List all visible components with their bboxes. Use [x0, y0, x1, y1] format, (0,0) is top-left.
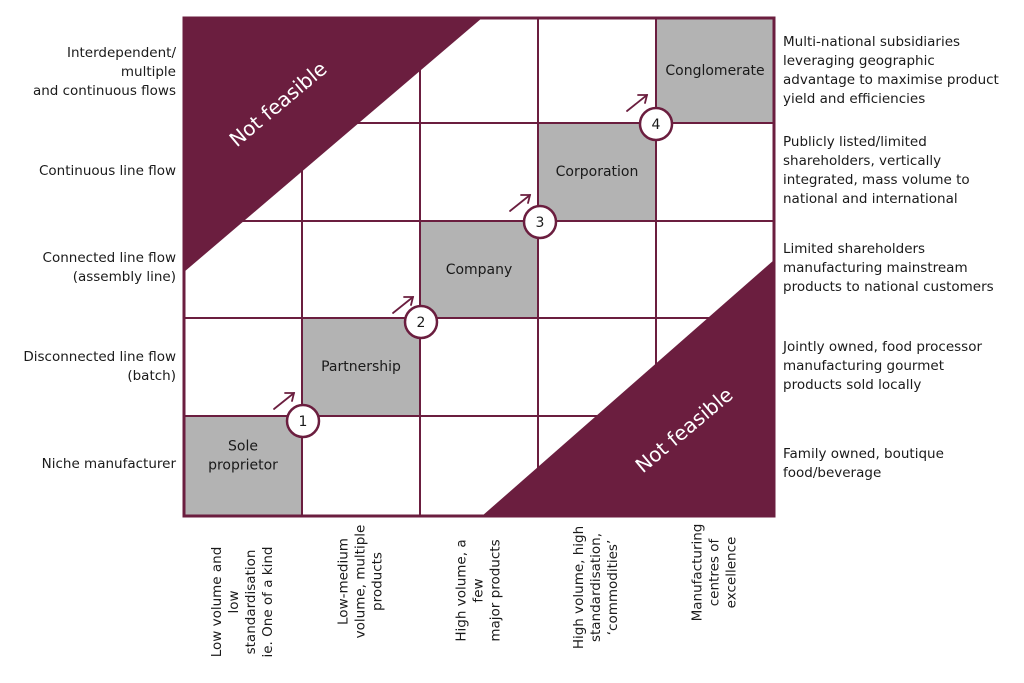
stage-label-company: Company: [446, 262, 513, 278]
row-label-connected: Connected line flow (assembly line): [42, 250, 176, 285]
stage-label-line: Partnership: [321, 359, 401, 375]
stage-cell-2: [302, 318, 420, 416]
column-label-low-volume-text: Low volume and low standardisation ie. O…: [209, 546, 276, 658]
stage-cell-3: [420, 221, 538, 318]
step-number-3: 3: [536, 215, 545, 231]
column-label-high-volume-few: High volume, a few major products: [414, 522, 544, 658]
column-label-high-volume-few-text: High volume, a few major products: [453, 538, 504, 642]
column-label-low-medium: Low-medium volume, multiple products: [296, 522, 426, 640]
column-label-low-volume: Low volume and low standardisation ie. O…: [178, 532, 308, 672]
description-company: Limited shareholders manufacturing mains…: [783, 241, 994, 295]
column-label-manufacturing-centres-text: Manufacturing centres of excellence: [689, 523, 740, 621]
description-corporation: Publicly listed/limited shareholders, ve…: [783, 134, 970, 207]
stage-cell-4: [538, 123, 656, 221]
column-label-low-medium-text: Low-medium volume, multiple products: [335, 524, 386, 638]
arrow-3: [509, 194, 532, 212]
stage-label-line: Sole: [228, 439, 258, 455]
step-circle-1: 1: [285, 403, 321, 439]
arrow-4: [626, 94, 649, 112]
step-number-4: 4: [652, 117, 661, 133]
row-label-disconnected: Disconnected line flow (batch): [23, 349, 176, 384]
stage-label-line: proprietor: [208, 458, 278, 474]
column-label-manufacturing-centres: Manufacturing centres of excellence: [650, 522, 780, 622]
step-number-2: 2: [417, 315, 426, 331]
progress-arrows: [273, 94, 649, 410]
column-label-high-volume-high: High volume, high standardisation, ‘comm…: [532, 522, 662, 652]
stage-label-line: Corporation: [556, 164, 639, 180]
stage-label-sole-proprietor: Sole proprietor: [208, 439, 278, 474]
stage-label-line: Company: [446, 262, 513, 278]
arrow-2: [392, 296, 415, 314]
stage-label-corporation: Corporation: [556, 164, 639, 180]
row-label-continuous: Continuous line flow: [39, 163, 176, 179]
stage-cell-5: [656, 18, 774, 123]
step-number-1: 1: [299, 414, 308, 430]
description-partnership: Jointly owned, food processor manufactur…: [783, 339, 983, 393]
column-label-high-volume-high-text: High volume, high standardisation, ‘comm…: [571, 525, 622, 649]
step-circle-3: 3: [522, 204, 558, 240]
description-conglomerate: Multi-national subsidiaries leveraging g…: [783, 34, 999, 107]
row-label-interdependent: Interdependent/ multiple and continuous …: [32, 45, 176, 99]
not-feasible-triangle-top: [184, 18, 482, 272]
stage-cell-1: [184, 416, 302, 516]
not-feasible-triangle-bottom: [482, 260, 774, 516]
description-sole-proprietor: Family owned, boutique food/beverage: [783, 446, 944, 481]
matrix-border: [182, 16, 776, 518]
step-circle-4: 4: [638, 106, 674, 142]
row-label-niche: Niche manufacturer: [41, 456, 176, 472]
stage-label-conglomerate: Conglomerate: [665, 63, 764, 79]
stage-label-line: Conglomerate: [665, 63, 764, 79]
arrow-1: [273, 392, 296, 410]
step-circle-2: 2: [403, 304, 439, 340]
stage-label-partnership: Partnership: [321, 359, 401, 375]
